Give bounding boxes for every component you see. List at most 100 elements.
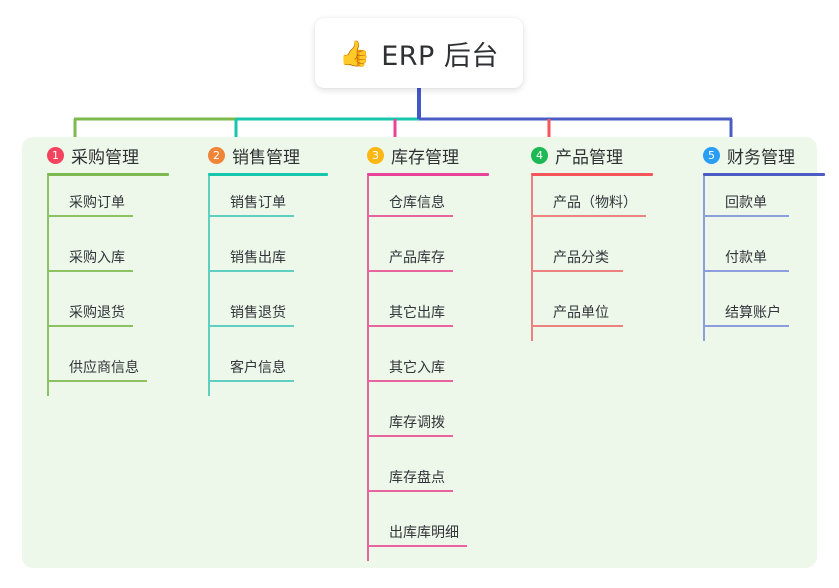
root-node[interactable]: 👍 ERP 后台 (315, 18, 523, 88)
branch-title-3: 库存管理 (391, 147, 459, 168)
branch-badge-3: 3 (367, 146, 384, 164)
branch-items-5: 回款单付款单结算账户 (692, 176, 839, 341)
leaf-label: 销售出库 (230, 250, 286, 266)
leaf-rule (531, 325, 623, 327)
leaf-rule (367, 325, 453, 327)
leaf-label: 仓库信息 (389, 195, 445, 211)
leaf-item[interactable]: 销售出库 (197, 231, 347, 286)
leaf-label: 采购入库 (69, 250, 125, 266)
leaf-label: 回款单 (725, 195, 767, 211)
leaf-rule (208, 380, 294, 382)
branch-items-2: 销售订单销售出库销售退货客户信息 (197, 176, 347, 396)
leaf-label: 库存盘点 (389, 470, 445, 486)
branch-header-1[interactable]: 1 采购管理 (36, 137, 186, 173)
leaf-rule (208, 325, 294, 327)
leaf-item[interactable]: 库存调拨 (356, 396, 511, 451)
leaf-item[interactable]: 库存盘点 (356, 451, 511, 506)
leaf-item[interactable]: 产品单位 (520, 286, 680, 341)
branch-spine-1 (47, 176, 49, 396)
leaf-item[interactable]: 采购退货 (36, 286, 186, 341)
leaf-item[interactable]: 其它出库 (356, 286, 511, 341)
leaf-label: 结算账户 (725, 305, 781, 321)
branch-badge-2: 2 (208, 146, 225, 164)
branch-items-3: 仓库信息产品库存其它出库其它入库库存调拨库存盘点出库库明细 (356, 176, 511, 561)
leaf-item[interactable]: 结算账户 (692, 286, 839, 341)
leaf-label: 销售订单 (230, 195, 286, 211)
leaf-item[interactable]: 产品分类 (520, 231, 680, 286)
leaf-label: 库存调拨 (389, 415, 445, 431)
branch-header-5[interactable]: 5 财务管理 (692, 137, 839, 173)
leaf-label: 销售退货 (230, 305, 286, 321)
leaf-rule (703, 270, 789, 272)
branch-title-5: 财务管理 (727, 147, 795, 168)
leaf-label: 客户信息 (230, 360, 286, 376)
leaf-item[interactable]: 产品库存 (356, 231, 511, 286)
leaf-label: 付款单 (725, 250, 767, 266)
leaf-rule (703, 215, 789, 217)
leaf-item[interactable]: 采购入库 (36, 231, 186, 286)
leaf-rule (208, 270, 294, 272)
leaf-label: 产品单位 (553, 305, 609, 321)
leaf-label: 其它入库 (389, 360, 445, 376)
branch-rule-5 (703, 173, 825, 176)
root-title: ERP 后台 (381, 40, 499, 72)
branch-spine-2 (208, 176, 210, 396)
branch-column-3: 3 库存管理仓库信息产品库存其它出库其它入库库存调拨库存盘点出库库明细 (356, 137, 511, 561)
branch-rule-1 (47, 173, 169, 176)
leaf-rule (367, 215, 453, 217)
leaf-rule (531, 215, 646, 217)
branch-items-4: 产品（物料） 产品分类产品单位 (520, 176, 680, 341)
branch-column-5: 5 财务管理回款单付款单结算账户 (692, 137, 839, 341)
leaf-label: 产品（物料） (553, 195, 637, 211)
branch-column-4: 4 产品管理产品（物料） 产品分类产品单位 (520, 137, 680, 341)
leaf-rule (47, 380, 147, 382)
branch-badge-4: 4 (531, 146, 548, 164)
leaf-item[interactable]: 仓库信息 (356, 176, 511, 231)
branch-header-4[interactable]: 4 产品管理 (520, 137, 680, 173)
branch-rule-4 (531, 173, 653, 176)
thumbs-up-icon: 👍 (339, 38, 371, 68)
leaf-item[interactable]: 出库库明细 (356, 506, 511, 561)
branches-panel (22, 137, 817, 568)
branch-badge-5: 5 (703, 146, 720, 164)
branch-spine-4 (531, 176, 533, 341)
leaf-rule (47, 325, 133, 327)
leaf-item[interactable]: 采购订单 (36, 176, 186, 231)
leaf-item[interactable]: 销售退货 (197, 286, 347, 341)
leaf-item[interactable]: 销售订单 (197, 176, 347, 231)
leaf-item[interactable]: 其它入库 (356, 341, 511, 396)
leaf-rule (367, 270, 453, 272)
branch-rule-2 (208, 173, 328, 176)
branch-title-1: 采购管理 (71, 147, 139, 168)
leaf-rule (47, 270, 133, 272)
leaf-rule (367, 490, 453, 492)
leaf-item[interactable]: 付款单 (692, 231, 839, 286)
leaf-item[interactable]: 产品（物料） (520, 176, 680, 231)
branch-header-3[interactable]: 3 库存管理 (356, 137, 511, 173)
leaf-item[interactable]: 回款单 (692, 176, 839, 231)
leaf-rule (367, 435, 453, 437)
leaf-rule (703, 325, 789, 327)
leaf-item[interactable]: 供应商信息 (36, 341, 186, 396)
leaf-rule (367, 380, 453, 382)
leaf-label: 采购订单 (69, 195, 125, 211)
leaf-label: 供应商信息 (69, 360, 139, 376)
leaf-rule (367, 545, 467, 547)
leaf-rule (208, 215, 294, 217)
leaf-label: 其它出库 (389, 305, 445, 321)
leaf-label: 产品库存 (389, 250, 445, 266)
leaf-label: 采购退货 (69, 305, 125, 321)
leaf-rule (531, 270, 623, 272)
leaf-label: 出库库明细 (389, 525, 459, 541)
leaf-rule (47, 215, 133, 217)
branch-column-1: 1 采购管理采购订单采购入库采购退货供应商信息 (36, 137, 186, 396)
branch-badge-1: 1 (47, 146, 64, 164)
branch-rule-3 (367, 173, 489, 176)
leaf-label: 产品分类 (553, 250, 609, 266)
leaf-item[interactable]: 客户信息 (197, 341, 347, 396)
branch-title-4: 产品管理 (555, 147, 623, 168)
